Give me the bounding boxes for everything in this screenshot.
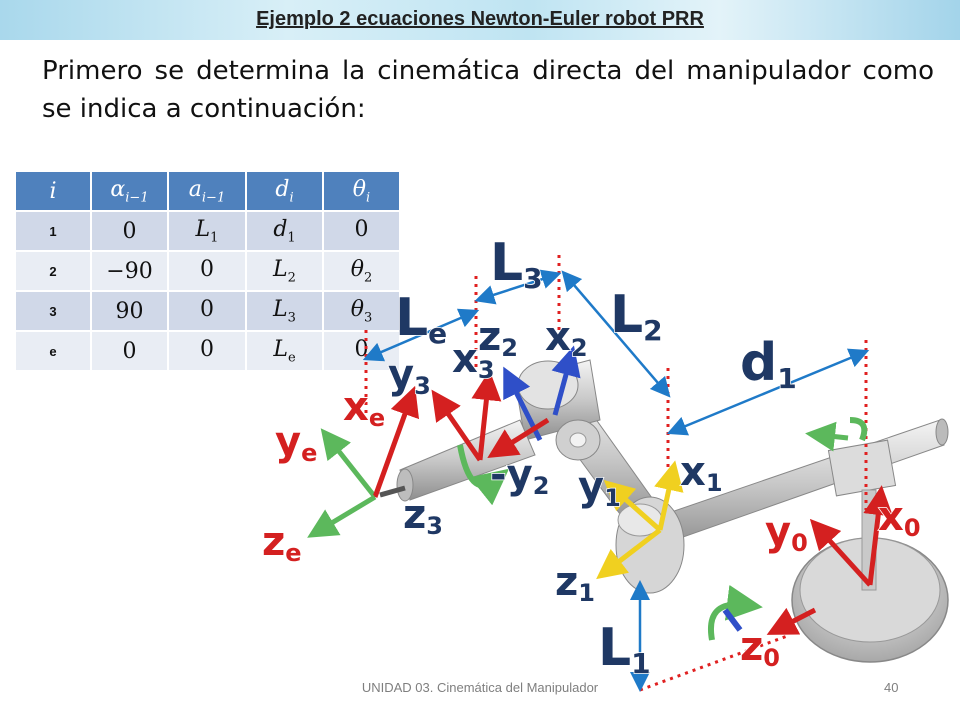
length-labels: L3 Le L2 d1 L1	[394, 232, 797, 681]
header-theta: θi	[322, 170, 401, 212]
label-d1: d1	[740, 333, 797, 395]
cell-d: L2	[245, 250, 324, 292]
label-xe: xe	[343, 384, 385, 432]
cell-a: 0	[167, 290, 247, 332]
cell-index: 2	[14, 250, 92, 292]
header-a: ai−1	[167, 170, 247, 212]
label-y0: y0	[765, 509, 808, 557]
base-disk	[791, 537, 949, 663]
cell-alpha: 0	[90, 330, 169, 372]
table-row: 1 0 L1 d1 0	[14, 210, 401, 252]
cell-index: e	[14, 330, 92, 372]
label-Le: Le	[395, 288, 447, 350]
table-row: e 0 0 Le 0	[14, 330, 401, 372]
cell-d: Le	[245, 330, 324, 372]
cell-alpha: −90	[90, 250, 169, 292]
coordinate-frames	[307, 345, 894, 635]
slide-footer: UNIDAD 03. Cinemática del Manipulador	[361, 680, 599, 695]
cell-alpha: 0	[90, 210, 169, 252]
table-row: 3 90 0 L3 θ3	[14, 290, 401, 332]
cell-d: d1	[245, 210, 324, 252]
label-z3: z3	[403, 492, 443, 540]
cell-index: 3	[14, 290, 92, 332]
label-ye: ye	[275, 419, 317, 467]
label-x0: x0	[878, 494, 921, 542]
cell-a: L1	[167, 210, 247, 252]
dh-parameter-table: i αi−1 ai−1 di θi 1 0 L1 d1 0 2 −90 0 L2…	[14, 170, 401, 372]
label-x1: x1	[680, 449, 723, 497]
label-ze: ze	[262, 519, 302, 567]
label-neg-y2: -y2	[490, 452, 549, 500]
dimension-lines	[362, 269, 870, 692]
title-banner	[0, 0, 960, 40]
label-x2: x2	[545, 314, 588, 362]
axis-labels-navy: z2 x2 x3 y3 z3 -y2 x1 y1 z1	[387, 313, 723, 608]
rotation-arcs	[457, 417, 868, 641]
label-z1: z1	[555, 559, 595, 607]
label-z2: z2	[478, 314, 518, 362]
slide-title: Ejemplo 2 ecuaciones Newton-Euler robot …	[256, 8, 704, 30]
label-y3: y3	[388, 352, 431, 400]
cell-theta: θ2	[322, 250, 401, 292]
intro-paragraph: Primero se determina la cinemática direc…	[42, 56, 934, 124]
cell-a: 0	[167, 330, 247, 372]
cell-a: 0	[167, 250, 247, 292]
cell-theta: 0	[322, 210, 401, 252]
dh-table-header-row: i αi−1 ai−1 di θi	[14, 170, 401, 212]
page-number: 40	[884, 680, 899, 695]
label-L2: L2	[610, 285, 663, 347]
table-row: 2 −90 0 L2 θ2	[14, 250, 401, 292]
axis-labels-red: xe ye ze y0 x0 z0	[261, 383, 921, 673]
header-d: di	[245, 170, 324, 212]
cell-alpha: 90	[90, 290, 169, 332]
label-z0: z0	[740, 624, 780, 672]
header-alpha: αi−1	[90, 170, 169, 212]
label-x3: x3	[452, 336, 495, 384]
cell-theta: θ3	[322, 290, 401, 332]
cell-index: 1	[14, 210, 92, 252]
cell-d: L3	[245, 290, 324, 332]
header-i: i	[14, 170, 92, 212]
label-L1: L1	[598, 618, 651, 680]
label-y1: y1	[578, 464, 621, 512]
label-L3: L3	[490, 233, 543, 295]
